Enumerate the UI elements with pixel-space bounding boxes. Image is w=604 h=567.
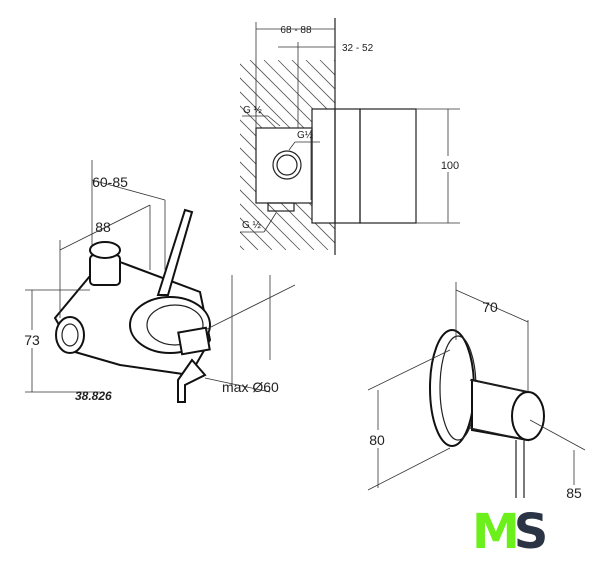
hatch-line xyxy=(240,60,287,250)
hatch-line xyxy=(240,60,335,250)
hatch-line xyxy=(240,60,329,250)
hatch-line xyxy=(390,60,580,250)
escutcheon-disc xyxy=(429,329,475,447)
hatch-line xyxy=(319,60,335,250)
hatch-line xyxy=(376,60,566,250)
wall-hatching xyxy=(40,60,604,250)
hatch-line xyxy=(362,60,552,250)
logo-m: M xyxy=(472,504,520,560)
hatch-line xyxy=(240,60,315,250)
hatch-line xyxy=(432,60,604,250)
thread-top-label: G ½ xyxy=(243,105,263,116)
dim-depth-label: 68 - 88 xyxy=(280,25,312,36)
hatch-line xyxy=(277,60,335,250)
dim-60-85-label: 60-85 xyxy=(92,174,128,190)
hatch-line xyxy=(249,60,335,250)
hatch-line xyxy=(240,60,335,250)
dim-height-label: 100 xyxy=(441,160,459,172)
hatch-line xyxy=(40,60,230,250)
hatch-line xyxy=(240,60,273,250)
max-diameter-label: max Ø60 xyxy=(222,379,279,395)
hatch-line xyxy=(333,60,335,250)
hatch-line xyxy=(418,60,604,250)
hatch-line xyxy=(348,60,538,250)
hatch-line xyxy=(240,60,335,250)
port-circle xyxy=(272,150,302,180)
hatch-line xyxy=(240,60,301,250)
dim-85-label: 85 xyxy=(566,485,582,501)
escutcheon xyxy=(311,108,361,224)
right-view: 70 80 85 xyxy=(366,282,586,501)
hatch-line xyxy=(291,60,335,250)
dim-wall-label: 32 - 52 xyxy=(342,43,374,54)
hatch-line xyxy=(240,60,335,250)
top-view: 68 - 88 32 - 52 100 G ½ G½ G ½ xyxy=(40,18,604,255)
hatch-line xyxy=(263,60,335,250)
hatch-line xyxy=(404,60,594,250)
thread-mid-label: G½ xyxy=(297,130,314,141)
hatch-line xyxy=(240,60,245,250)
handle-cylinder xyxy=(359,108,417,224)
dim-73-label: 73 xyxy=(24,332,40,348)
ms-logo: MS xyxy=(472,508,548,556)
model-number: 38.826 xyxy=(75,389,112,403)
bottom-port xyxy=(267,202,295,212)
hatch-line xyxy=(240,60,335,250)
dim-80-label: 80 xyxy=(369,432,385,448)
dim-88-label: 88 xyxy=(95,219,111,235)
handle-end xyxy=(511,391,545,441)
logo-s: S xyxy=(513,504,548,560)
thread-bottom-label: G ½ xyxy=(242,220,262,231)
left-view: 60-85 88 73 38.826 max Ø60 xyxy=(22,160,296,403)
dim-70-label: 70 xyxy=(482,299,498,315)
